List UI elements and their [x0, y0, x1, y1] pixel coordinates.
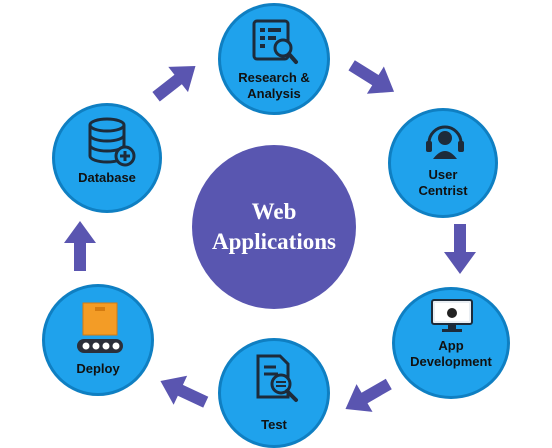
document-magnifier-icon	[254, 353, 300, 408]
node-user-label: User Centrist	[391, 167, 495, 199]
node-user-centrist: User Centrist	[388, 108, 498, 218]
center-title: Web Applications	[199, 197, 349, 257]
center-title-line2: Applications	[212, 229, 336, 254]
search-document-icon	[250, 18, 300, 71]
node-research-label-line2: Analysis	[247, 86, 301, 101]
node-deploy-label: Deploy	[45, 361, 151, 377]
apple-monitor-icon	[430, 298, 474, 339]
node-app-label: App Development	[395, 338, 507, 370]
node-user-label-line1: User	[428, 167, 458, 182]
arrow-research-to-user	[348, 60, 395, 94]
node-database-label: Database	[55, 170, 159, 186]
database-add-icon	[85, 116, 137, 173]
node-app-development: App Development	[392, 287, 510, 399]
arrow-user-to-app	[444, 224, 476, 274]
conveyor-box-icon	[73, 301, 129, 362]
node-user-label-line2: Centrist	[418, 183, 468, 198]
arrow-database-to-research	[152, 65, 196, 102]
node-test: Test	[218, 338, 330, 448]
node-research-label: Research & Analysis	[221, 70, 327, 102]
node-app-label-line1: App	[438, 338, 464, 353]
node-research-label-line1: Research &	[238, 70, 310, 85]
node-app-label-line2: Development	[410, 354, 492, 369]
arrow-app-to-test	[345, 378, 392, 412]
node-research-analysis: Research & Analysis	[218, 3, 330, 115]
node-test-label: Test	[221, 417, 327, 433]
node-deploy-label-line1: Deploy	[76, 361, 120, 376]
node-database: Database	[52, 103, 162, 213]
center-circle: Web Applications	[192, 145, 356, 309]
center-title-line1: Web	[251, 199, 297, 224]
arrow-deploy-to-database	[64, 221, 96, 271]
node-test-label-line1: Test	[261, 417, 287, 432]
node-database-label-line1: Database	[78, 170, 136, 185]
node-deploy: Deploy	[42, 284, 154, 396]
arrow-test-to-deploy	[160, 375, 209, 408]
user-headset-icon	[423, 121, 467, 166]
